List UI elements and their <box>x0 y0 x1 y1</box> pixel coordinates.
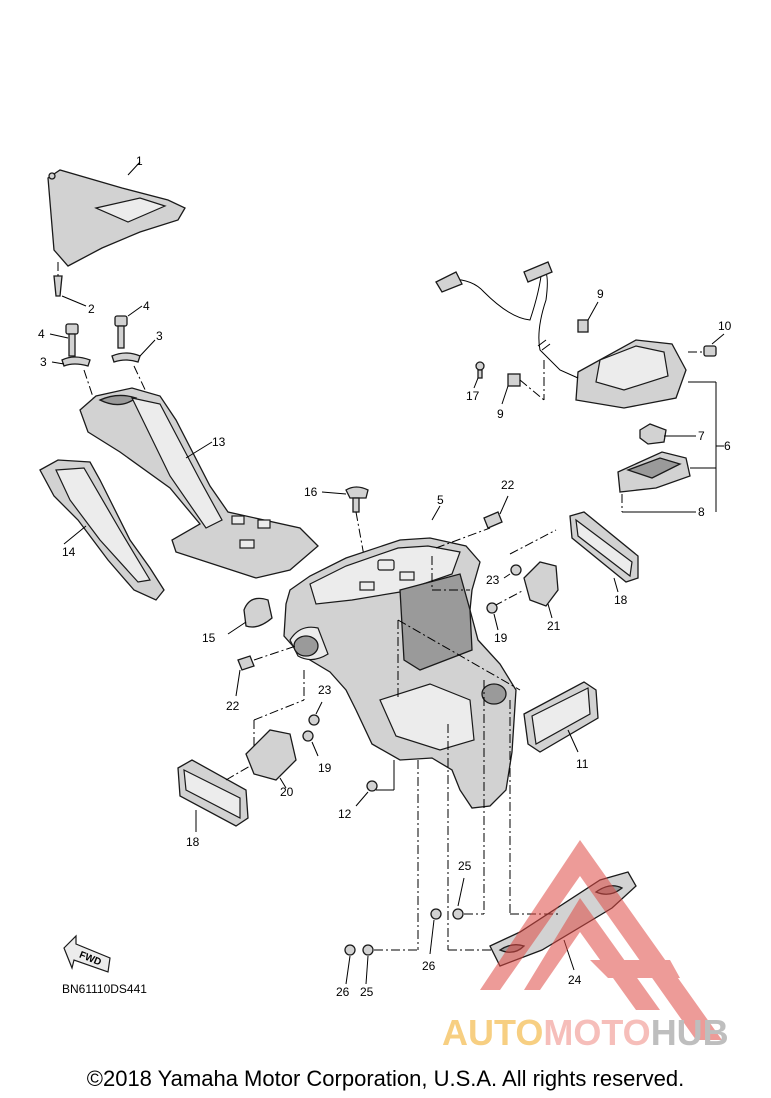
part-1-tail-cover[interactable] <box>47 169 186 267</box>
part-4-bolt-left[interactable] <box>65 323 79 357</box>
part-5-rear-fender-bracket[interactable] <box>283 537 517 809</box>
watermark-moto: MOTO <box>543 1012 650 1053</box>
callout-4-left: 4 <box>38 327 45 341</box>
callout-9-top: 9 <box>597 287 604 301</box>
part-22-bolt-right[interactable] <box>483 511 503 529</box>
callout-1: 1 <box>136 154 143 168</box>
part-17-screw[interactable] <box>475 361 485 379</box>
part-13-tail-bracket[interactable] <box>79 387 319 579</box>
part-9-clip-top[interactable] <box>577 319 589 333</box>
callout-12: 12 <box>338 807 352 821</box>
callout-2: 2 <box>88 302 95 316</box>
part-23-nut-right[interactable] <box>510 564 522 576</box>
part-4-bolt-right[interactable] <box>114 315 128 349</box>
part-6-license-light-assembly[interactable] <box>575 339 687 409</box>
callout-26-upper: 26 <box>422 959 436 973</box>
callout-4-right: 4 <box>143 299 150 313</box>
license-light-wire <box>435 261 579 379</box>
part-14-side-panel[interactable] <box>39 459 165 601</box>
callout-18-right: 18 <box>614 593 628 607</box>
callout-13: 13 <box>212 435 226 449</box>
diagram-code: BN61110DS441 <box>62 982 147 996</box>
callout-25-upper: 25 <box>458 859 472 873</box>
callout-25-lower: 25 <box>360 985 374 999</box>
part-18-reflector-right[interactable] <box>569 511 639 583</box>
part-3-collar-right[interactable] <box>111 352 141 363</box>
callout-22-left: 22 <box>226 699 240 713</box>
part-8-light-lens[interactable] <box>617 451 691 493</box>
part-26-nut-lower[interactable] <box>344 944 356 956</box>
part-12-screw[interactable] <box>366 780 378 792</box>
part-22-bolt-left[interactable] <box>237 655 255 671</box>
part-10-bolt[interactable] <box>703 345 717 357</box>
callout-24: 24 <box>568 973 582 987</box>
part-9-clip-bottom[interactable] <box>507 373 521 387</box>
svg-text:AUTOMOTOHUB: AUTOMOTOHUB <box>442 1012 729 1053</box>
copyright-notice: ©2018 Yamaha Motor Corporation, U.S.A. A… <box>86 1066 685 1091</box>
callout-19-right: 19 <box>494 631 508 645</box>
callout-9-bottom: 9 <box>497 407 504 421</box>
part-21-reflector-bracket-right[interactable] <box>523 561 559 607</box>
callout-18-left: 18 <box>186 835 200 849</box>
part-19-nut-right[interactable] <box>486 602 498 614</box>
callout-10: 10 <box>718 319 732 333</box>
part-23-nut-left[interactable] <box>308 714 320 726</box>
part-3-collar-left[interactable] <box>61 356 91 367</box>
callout-23-left: 23 <box>318 683 332 697</box>
callout-3-right: 3 <box>156 329 163 343</box>
callout-3-left: 3 <box>40 355 47 369</box>
callout-7: 7 <box>698 429 705 443</box>
part-18-reflector-left[interactable] <box>177 759 249 827</box>
part-11-rear-reflector[interactable] <box>523 681 599 753</box>
part-26-nut-upper[interactable] <box>430 908 442 920</box>
part-7-light-bulb[interactable] <box>639 423 667 445</box>
watermark-auto: AUTO <box>442 1012 543 1053</box>
callout-17: 17 <box>466 389 480 403</box>
callout-20: 20 <box>280 785 294 799</box>
callout-16: 16 <box>304 485 318 499</box>
callout-11: 11 <box>576 757 589 771</box>
part-19-nut-left[interactable] <box>302 730 314 742</box>
callout-23-right: 23 <box>486 573 500 587</box>
part-2-screw[interactable] <box>53 275 63 297</box>
part-25-nut-lower[interactable] <box>362 944 374 956</box>
automotohub-watermark-logo: AUTOMOTOHUB <box>442 840 729 1053</box>
callout-8: 8 <box>698 505 705 519</box>
fwd-arrow-icon: FWD <box>63 934 111 973</box>
callout-21: 21 <box>547 619 561 633</box>
part-20-reflector-bracket-left[interactable] <box>245 729 297 781</box>
part-16-screw[interactable] <box>345 486 369 513</box>
callout-5: 5 <box>437 493 444 507</box>
callout-15: 15 <box>202 631 216 645</box>
watermark-hub: HUB <box>651 1012 729 1053</box>
callout-6: 6 <box>724 439 731 453</box>
callout-22-right: 22 <box>501 478 515 492</box>
callout-19-left: 19 <box>318 761 332 775</box>
part-15-clamp[interactable] <box>243 597 273 628</box>
part-25-nut-upper[interactable] <box>452 908 464 920</box>
callout-14: 14 <box>62 545 76 559</box>
callout-26-lower: 26 <box>336 985 350 999</box>
